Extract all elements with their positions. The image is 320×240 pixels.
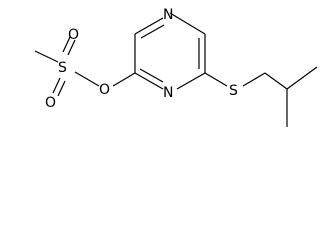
- methanesulfonate-group: [34, 36, 136, 97]
- bond-ring-c-upper-left-to-n-top: [134, 17, 164, 35]
- bond-sulfur-to-upper-oxygen: [67, 39, 76, 56]
- bond-methine-to-upper-methyl: [286, 66, 318, 90]
- bond-ring-to-bridge-oxygen: [112, 72, 136, 87]
- bond-ring-n-bottom-to-c-lower-left-double: [139, 68, 164, 83]
- bond-bridge-oxygen-to-sulfur: [74, 71, 100, 87]
- bond-ring-c-upper-left-to-n-top-double: [140, 24, 165, 39]
- bond-ring-c-lower-right-to-n-bottom: [176, 72, 206, 90]
- sulfonyl-o-upper-label: O: [68, 27, 79, 43]
- bond-ring-n-bottom-to-c-lower-left: [134, 72, 164, 90]
- sulfonate-o-bridge-label: O: [99, 82, 110, 98]
- isobutylthio-group: [204, 66, 318, 127]
- bond-methylene-to-methine: [264, 72, 288, 90]
- sulfur-sulfonyl-label: S: [58, 60, 67, 76]
- bond-sulfur-to-upper-oxygen-double: [62, 36, 71, 53]
- pyrazine-ring: [134, 12, 206, 90]
- ring-n-top-label: N: [163, 7, 173, 23]
- bond-thioether-sulfur-to-methylene: [242, 72, 266, 87]
- sulfonyl-o-lower-label: O: [45, 95, 56, 111]
- chemical-structure: N N O S O O S: [34, 7, 318, 127]
- bond-sulfur-to-lower-oxygen-double: [57, 80, 66, 97]
- bond-ring-n-top-to-c-upper-right: [169, 12, 206, 35]
- bond-ring-to-thioether-sulfur: [204, 72, 228, 87]
- thioether-s-label: S: [229, 83, 238, 99]
- bond-sulfur-to-lower-oxygen: [52, 77, 61, 94]
- ring-n-bottom-label: N: [163, 85, 173, 101]
- bond-sulfur-to-methyl: [34, 50, 59, 63]
